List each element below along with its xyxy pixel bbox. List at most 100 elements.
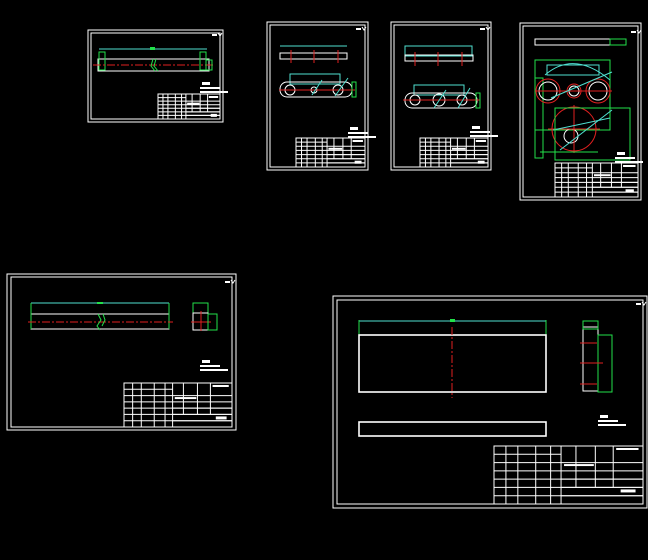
title-block-text	[594, 174, 611, 177]
sheet-frame	[522, 25, 639, 198]
title-block-text	[328, 147, 343, 150]
dimension-line	[582, 320, 599, 330]
technical-note-line	[615, 157, 635, 159]
title-block	[295, 137, 366, 168]
dimension-line	[351, 81, 357, 98]
technical-note-line	[348, 136, 376, 138]
roughness-symbol	[485, 26, 491, 31]
shaft-strip	[534, 38, 611, 46]
technical-notes-heading	[350, 127, 358, 130]
sheet-frame	[10, 276, 233, 428]
drawing-sheet-shaft[interactable]	[87, 29, 224, 123]
plate-side-view	[358, 421, 547, 437]
title-block-text	[475, 140, 486, 142]
title-block-logo	[620, 489, 636, 493]
title-blocks	[123, 26, 647, 505]
leader-line	[334, 77, 349, 97]
sheet-frame	[90, 32, 221, 120]
leader-line	[433, 89, 447, 109]
technical-note-line	[470, 135, 498, 137]
technical-notes-heading	[202, 360, 210, 363]
title-block-logo	[215, 416, 227, 420]
sheet-border	[332, 295, 648, 509]
title-block-text	[208, 96, 219, 98]
technical-note-line	[200, 91, 228, 93]
plate-top-view	[404, 54, 474, 62]
title-block-text	[623, 165, 636, 167]
title-block	[419, 137, 489, 168]
title-block-logo	[354, 160, 362, 164]
technical-notes-heading	[202, 82, 210, 85]
sheet-border	[87, 29, 224, 123]
title-block-logo	[625, 189, 634, 193]
technical-notes-heading	[617, 152, 625, 155]
dimension-text	[97, 302, 103, 304]
technical-notes-heading	[472, 126, 480, 129]
roughness-symbol	[480, 28, 485, 30]
roughness-symbol	[361, 26, 367, 31]
technical-note-line	[598, 420, 618, 422]
dimension-line	[475, 92, 481, 109]
roughness-symbol	[217, 32, 223, 37]
roughness-symbol	[636, 303, 641, 305]
plate-section-view	[582, 326, 599, 392]
technical-note-line	[470, 131, 490, 133]
housing-side	[534, 77, 544, 159]
drawing-sheet-long-shaft[interactable]	[6, 273, 237, 431]
roughness-symbol	[230, 279, 236, 284]
title-block-text	[451, 147, 466, 150]
housing-lower	[554, 107, 631, 161]
drawing-sheet-plate[interactable]	[332, 295, 648, 509]
roughness-symbol	[631, 31, 636, 33]
title-block-text	[616, 448, 639, 450]
shaft-strip-end	[609, 38, 627, 46]
technical-note-line	[615, 161, 643, 163]
technical-note-line	[200, 365, 220, 367]
section-dimension	[207, 313, 218, 331]
drawing-sheet-gear-assembly[interactable]	[519, 22, 642, 201]
sheet-border	[390, 21, 492, 171]
arc-dimension	[544, 63, 611, 81]
dimension-line	[289, 73, 341, 85]
title-block	[554, 162, 639, 198]
drawing-sheet-link-plate-2[interactable]	[390, 21, 492, 171]
drawing-sheet-link-plate-1[interactable]	[266, 21, 369, 171]
roughness-symbol	[641, 301, 647, 306]
roughness-symbol	[212, 34, 217, 36]
title-block-text	[564, 464, 594, 467]
leader-line	[550, 71, 613, 151]
title-block-logo	[477, 160, 485, 164]
shaft-end-right	[199, 51, 207, 71]
break-line	[150, 58, 159, 72]
technical-note-line	[348, 132, 368, 134]
title-block-text	[352, 140, 363, 142]
title-block-text	[212, 385, 229, 387]
title-block	[157, 93, 221, 120]
roughness-symbol	[356, 28, 361, 30]
technical-note-line	[200, 87, 220, 89]
bore	[563, 128, 579, 144]
title-block-text	[187, 102, 200, 105]
roughness-symbol	[225, 281, 230, 283]
shaft-end-left	[98, 51, 106, 71]
title-block	[493, 445, 644, 505]
sheet-border	[519, 22, 642, 201]
technical-note-line	[598, 424, 626, 426]
leader-line	[457, 87, 471, 109]
technical-note-line	[200, 369, 228, 371]
title-block	[123, 382, 233, 428]
dimension-line	[546, 64, 600, 76]
break-line	[96, 313, 106, 331]
sheet-border	[6, 273, 237, 431]
shaft-end-detail	[205, 59, 213, 71]
dimension-text	[450, 319, 455, 322]
title-block-logo	[210, 113, 217, 117]
sheet-frame	[336, 299, 644, 505]
dimension-text	[150, 47, 155, 50]
leader-line	[311, 79, 323, 96]
technical-notes-heading	[600, 415, 608, 418]
roughness-symbol	[636, 29, 642, 34]
dimension-line	[413, 84, 465, 96]
title-block-text	[174, 397, 197, 400]
